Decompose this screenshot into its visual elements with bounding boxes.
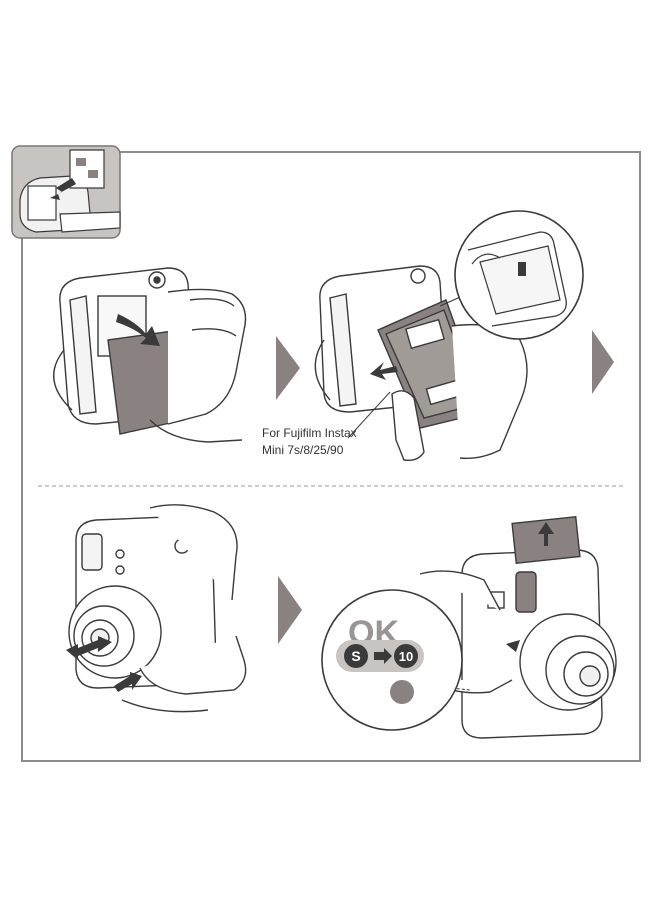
caption-leader-line bbox=[347, 391, 391, 439]
caption-line-1: For Fujifilm Instax bbox=[262, 426, 357, 440]
shutter-arrow-icon bbox=[506, 640, 520, 652]
counter-detail-magnifier: OK S 10 bbox=[321, 589, 471, 731]
twist-arrow-icon bbox=[66, 636, 112, 660]
counter-to-value: 10 bbox=[399, 649, 413, 664]
film-pack-insert-illustration bbox=[314, 265, 528, 462]
next-step-chevron-icon bbox=[276, 336, 300, 400]
caption-line-2: Mini 7s/8/25/90 bbox=[262, 443, 344, 457]
insert-arrow-icon bbox=[370, 362, 398, 380]
curved-arrow-icon bbox=[116, 314, 160, 346]
next-step-chevron-icon bbox=[592, 330, 614, 394]
eject-arrow-icon bbox=[538, 522, 554, 546]
camera-back-open-illustration bbox=[53, 267, 247, 443]
camera-power-on-illustration bbox=[68, 504, 247, 713]
press-arrow-icon bbox=[114, 672, 142, 692]
counter-from-value: S bbox=[351, 648, 360, 664]
film-compatibility-caption: For Fujifilm Instax Mini 7s/8/25/90 bbox=[262, 425, 357, 459]
load-film-badge-icon bbox=[11, 145, 121, 239]
counter-window-icon bbox=[390, 680, 414, 704]
next-step-chevron-icon bbox=[278, 576, 302, 644]
outer-frame bbox=[21, 151, 641, 762]
film-pack-detail-magnifier bbox=[439, 210, 584, 340]
eject-cover-illustration bbox=[419, 515, 617, 739]
right-arrow-icon bbox=[374, 648, 392, 664]
